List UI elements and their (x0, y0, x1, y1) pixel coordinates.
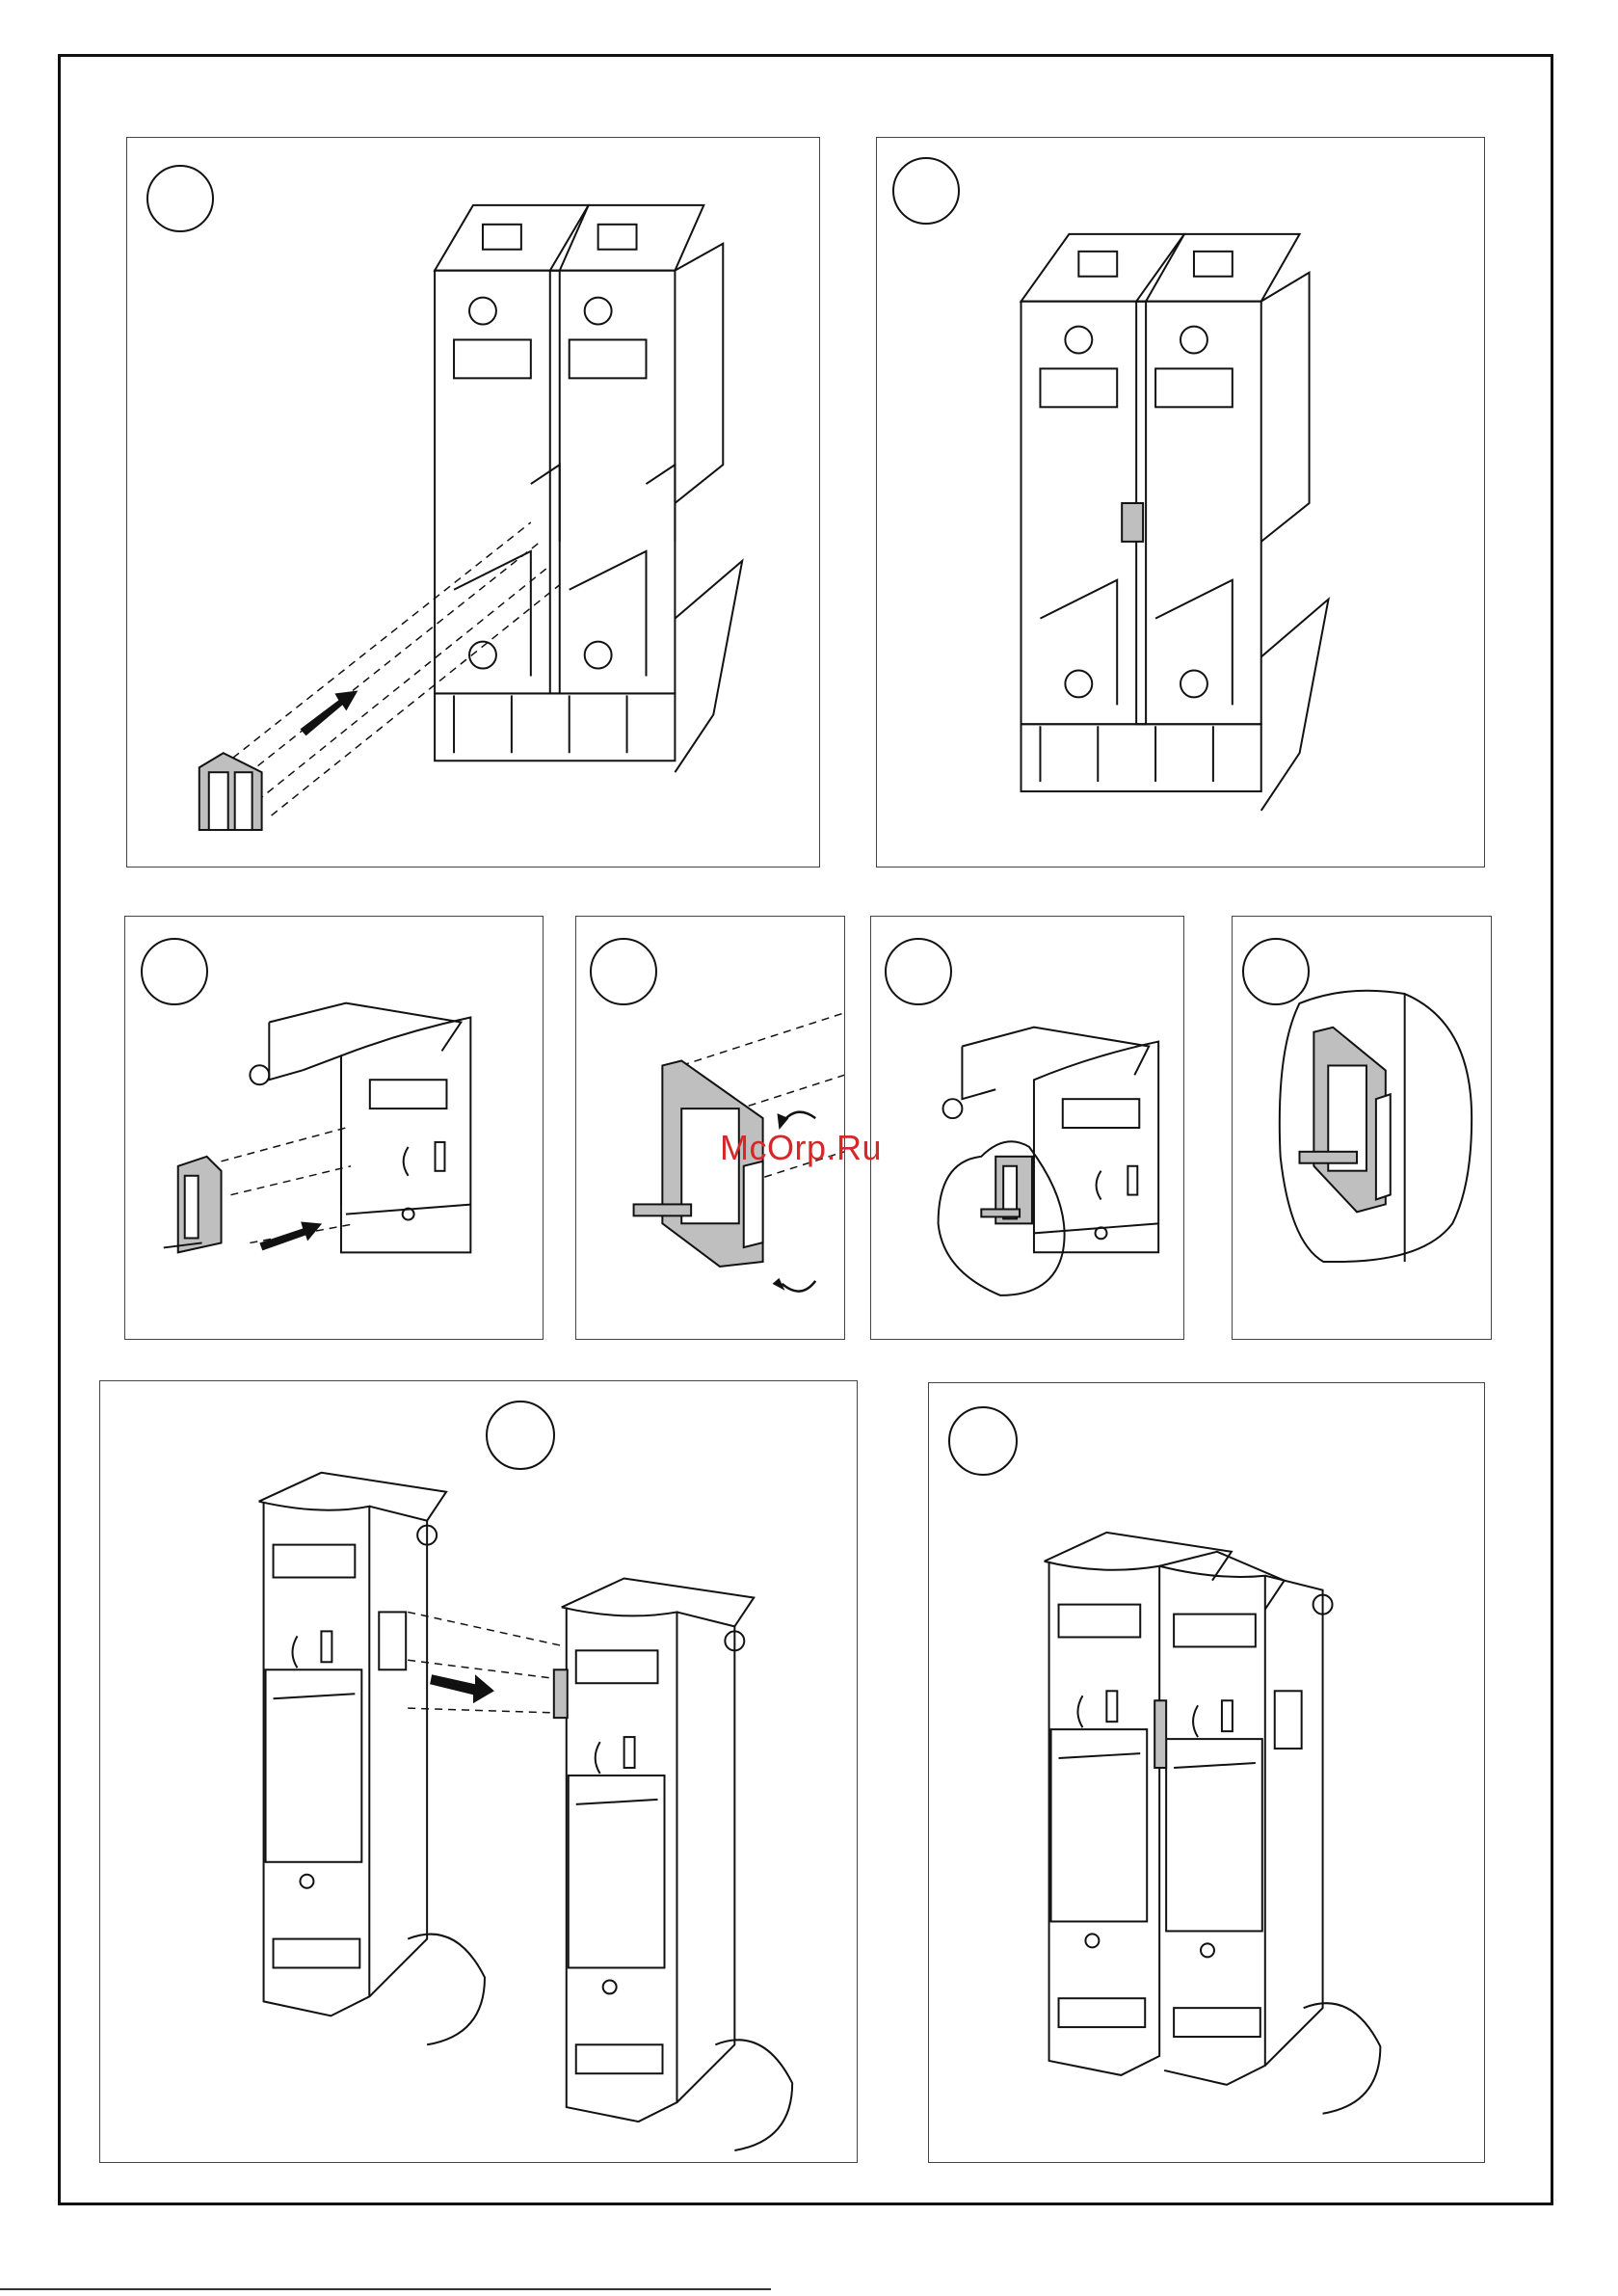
panel-2 (876, 137, 1485, 868)
clip-seated-icon (871, 917, 1183, 1339)
double-breaker-base-icon (127, 138, 819, 867)
panel-7 (99, 1380, 858, 2163)
watermark-text: McOrp.Ru (720, 1128, 882, 1168)
double-breaker-assembled-icon (877, 138, 1484, 867)
panel-5 (870, 916, 1184, 1340)
footer-rule (0, 2288, 771, 2290)
modules-joining-icon (100, 1381, 857, 2162)
clip-detail-icon (1233, 917, 1491, 1339)
clip-insert-icon (125, 917, 543, 1339)
panel-1 (126, 137, 820, 868)
modules-joined-icon (929, 1383, 1484, 2162)
panel-6 (1232, 916, 1492, 1340)
panel-3 (124, 916, 544, 1340)
panel-8 (928, 1382, 1485, 2163)
